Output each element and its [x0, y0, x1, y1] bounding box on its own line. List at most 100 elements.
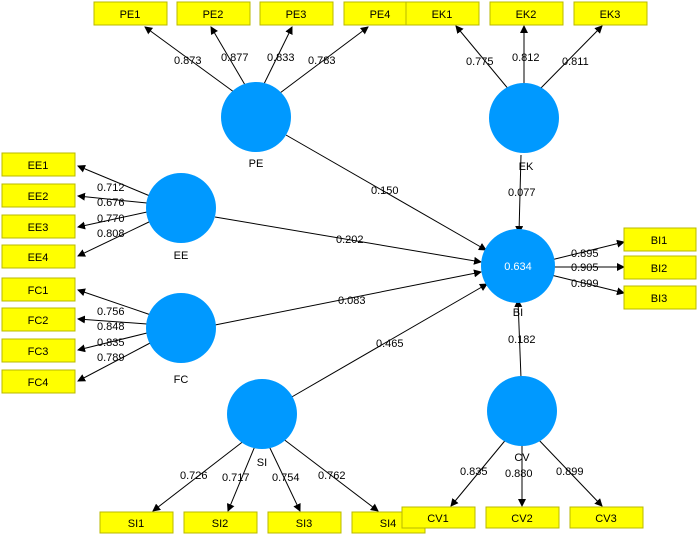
- loading-ek2: 0.812: [512, 52, 540, 64]
- edge-pe-pe3: [261, 26, 293, 89]
- coef-si-bi: 0.465: [376, 338, 404, 350]
- loading-fc2: 0.848: [97, 321, 125, 333]
- svg-text:EK1: EK1: [432, 9, 453, 21]
- edge-ee-ee3: [77, 211, 148, 230]
- edge-si-si4: [281, 437, 379, 512]
- svg-text:BI2: BI2: [651, 263, 668, 275]
- indicator-ee4[interactable]: EE4: [1, 244, 76, 269]
- edge-si-si2: [226, 445, 256, 512]
- edge-si-si3: [268, 445, 301, 512]
- indicator-ee3[interactable]: EE3: [1, 214, 76, 239]
- path-pe-bi: [285, 134, 487, 251]
- svg-text:BI1: BI1: [651, 235, 668, 247]
- construct-bi[interactable]: [481, 229, 555, 303]
- svg-text:SI1: SI1: [128, 518, 145, 530]
- indicator-pe1[interactable]: PE1: [93, 1, 168, 26]
- construct-pe-label: PE: [249, 158, 264, 170]
- construct-si[interactable]: [227, 379, 297, 449]
- edge-ek-ek1: [455, 25, 511, 92]
- edge-fc-fc1: [77, 288, 152, 316]
- edge-bi-bi1: [550, 239, 625, 261]
- edge-fc-fc4: [77, 341, 153, 382]
- loading-si1: 0.726: [180, 470, 208, 482]
- indicator-bi1[interactable]: BI1: [623, 227, 697, 252]
- loading-ee3: 0.770: [97, 213, 125, 225]
- svg-text:EE2: EE2: [28, 191, 49, 203]
- construct-ek-label: EK: [519, 161, 534, 173]
- edge-pe-pe4: [275, 26, 369, 97]
- path-si-bi: [289, 283, 488, 399]
- svg-text:PE2: PE2: [203, 9, 224, 21]
- construct-pe[interactable]: [221, 82, 291, 152]
- loading-ek3: 0.811: [562, 56, 589, 68]
- loading-pe1: 0.873: [174, 55, 202, 67]
- construct-bi-r2: 0.634: [504, 261, 532, 273]
- construct-fc[interactable]: [146, 293, 216, 363]
- loading-ee4: 0.808: [97, 228, 125, 240]
- indicator-ek2[interactable]: EK2: [489, 1, 564, 26]
- loading-fc1: 0.756: [97, 306, 125, 318]
- indicator-pe4[interactable]: PE4: [343, 1, 418, 26]
- indicator-cv1[interactable]: CV1: [401, 506, 476, 529]
- edge-pe-pe2: [210, 26, 249, 91]
- loading-bi3: 0.899: [571, 278, 599, 290]
- indicator-si2[interactable]: SI2: [183, 511, 258, 534]
- edge-si-si1: [152, 439, 246, 512]
- edge-cv-cv3: [535, 436, 603, 507]
- loading-cv2: 0.880: [505, 468, 533, 480]
- indicator-fc3[interactable]: FC3: [1, 338, 76, 363]
- edge-ee-ee1: [77, 165, 151, 197]
- svg-text:EK2: EK2: [516, 9, 537, 21]
- loading-si2: 0.717: [222, 472, 250, 484]
- edge-ek-ek3: [537, 25, 603, 92]
- path-fc-bi: [214, 269, 482, 326]
- indicator-si1[interactable]: SI1: [99, 511, 174, 534]
- construct-ee-label: EE: [174, 250, 189, 262]
- indicator-si3[interactable]: SI3: [267, 511, 342, 534]
- edge-ee-ee4: [77, 220, 152, 257]
- loading-fc4: 0.789: [97, 352, 125, 364]
- indicator-pe2[interactable]: PE2: [176, 1, 251, 26]
- loading-pe2: 0.877: [221, 52, 249, 64]
- indicator-ek3[interactable]: EK3: [573, 1, 648, 26]
- loading-pe3: 0.833: [267, 52, 295, 64]
- path-ee-bi: [214, 216, 482, 265]
- indicator-cv3[interactable]: CV3: [569, 506, 644, 529]
- loading-ee2: 0.676: [97, 197, 125, 209]
- edge-bi-bi3: [550, 274, 625, 296]
- svg-text:SI4: SI4: [380, 518, 397, 530]
- indicator-ee1[interactable]: EE1: [1, 152, 76, 177]
- construct-ek[interactable]: [489, 83, 559, 153]
- indicator-fc1[interactable]: FC1: [1, 277, 76, 302]
- loading-bi2: 0.905: [571, 262, 599, 274]
- indicator-fc4[interactable]: FC4: [1, 369, 76, 394]
- indicator-fc2[interactable]: FC2: [1, 307, 76, 332]
- svg-text:CV2: CV2: [511, 513, 532, 525]
- indicator-ee2[interactable]: EE2: [1, 183, 76, 208]
- loading-si4: 0.762: [318, 470, 346, 482]
- loading-ek1: 0.775: [466, 56, 494, 68]
- loading-bi1: 0.895: [571, 248, 599, 260]
- indicator-ek1[interactable]: EK1: [405, 1, 480, 26]
- coef-cv-bi: 0.182: [508, 334, 536, 346]
- svg-text:SI2: SI2: [212, 518, 229, 530]
- svg-text:FC3: FC3: [28, 346, 49, 358]
- indicator-bi3[interactable]: BI3: [623, 285, 697, 310]
- construct-cv[interactable]: [487, 376, 557, 446]
- construct-si-label: SI: [257, 457, 267, 469]
- edge-fc-fc2: [77, 315, 148, 325]
- construct-bi-label: BI: [513, 307, 523, 319]
- svg-text:CV3: CV3: [595, 513, 616, 525]
- edge-cv-cv1: [450, 436, 509, 507]
- svg-text:EK3: EK3: [600, 9, 621, 21]
- indicator-pe3[interactable]: PE3: [259, 1, 334, 26]
- svg-text:PE3: PE3: [286, 9, 307, 21]
- indicator-cv2[interactable]: CV2: [485, 506, 560, 529]
- construct-ee[interactable]: [146, 173, 216, 243]
- svg-text:CV1: CV1: [427, 513, 448, 525]
- indicator-bi2[interactable]: BI2: [623, 255, 697, 280]
- loading-cv3: 0.899: [556, 466, 584, 478]
- svg-text:EE3: EE3: [28, 222, 49, 234]
- loading-fc3: 0.835: [97, 337, 125, 349]
